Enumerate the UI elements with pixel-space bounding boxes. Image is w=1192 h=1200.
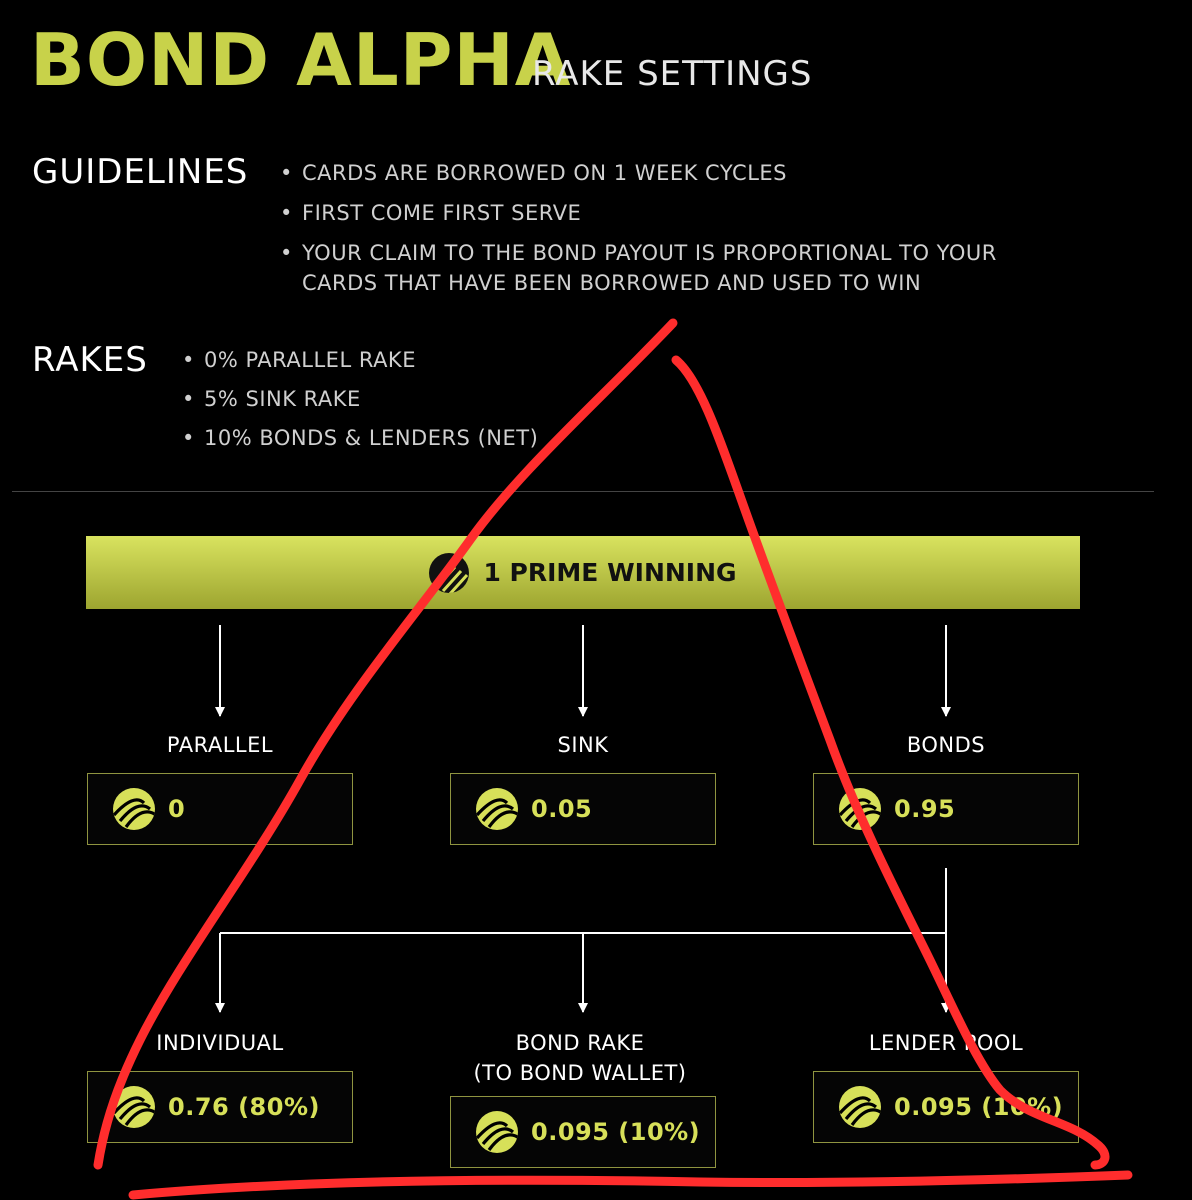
individual-value-box: 0.76 (80%)	[87, 1071, 353, 1143]
bonds-label: BONDS	[906, 733, 986, 757]
bond-rake-value: 0.095 (10%)	[531, 1118, 701, 1146]
lender-pool-label: LENDER POOL	[868, 1031, 1024, 1055]
prime-coin-icon	[476, 788, 518, 830]
prime-coin-icon	[839, 788, 881, 830]
guideline-item: CARDS ARE BORROWED ON 1 WEEK CYCLES	[280, 158, 1100, 188]
guidelines-heading: GUIDELINES	[32, 152, 249, 192]
sink-value: 0.05	[531, 795, 593, 823]
bonds-value: 0.95	[894, 795, 956, 823]
parallel-label: PARALLEL	[166, 733, 274, 757]
prime-coin-icon	[429, 552, 470, 593]
sink-value-box: 0.05	[450, 773, 716, 845]
guideline-item: FIRST COME FIRST SERVE	[280, 198, 1100, 228]
rakes-heading: RAKES	[32, 340, 148, 380]
parallel-value-box: 0	[87, 773, 353, 845]
rake-item: 10% BONDS & LENDERS (NET)	[182, 424, 538, 453]
guidelines-list: CARDS ARE BORROWED ON 1 WEEK CYCLES FIRS…	[280, 158, 1100, 308]
guideline-item: YOUR CLAIM TO THE BOND PAYOUT IS PROPORT…	[280, 238, 1062, 298]
prime-coin-icon	[113, 788, 155, 830]
rakes-list: 0% PARALLEL RAKE 5% SINK RAKE 10% BONDS …	[182, 346, 538, 463]
prime-winning-bar: 1 PRIME WINNING	[86, 536, 1080, 609]
page-subtitle: RAKE SETTINGS	[532, 54, 813, 94]
rake-item: 5% SINK RAKE	[182, 385, 538, 414]
sink-label: SINK	[557, 733, 609, 757]
bond-rake-sublabel: (TO BOND WALLET)	[473, 1061, 687, 1085]
prime-coin-icon	[839, 1086, 881, 1128]
lender-pool-value-box: 0.095 (10%)	[813, 1071, 1079, 1143]
page-title: BOND ALPHA	[30, 18, 572, 102]
rake-item: 0% PARALLEL RAKE	[182, 346, 538, 375]
individual-value: 0.76 (80%)	[168, 1093, 320, 1121]
bond-rake-label: BOND RAKE	[515, 1031, 645, 1055]
bond-rake-value-box: 0.095 (10%)	[450, 1096, 716, 1168]
bonds-value-box: 0.95	[813, 773, 1079, 845]
section-divider	[12, 491, 1154, 492]
parallel-value: 0	[168, 795, 186, 823]
lender-pool-value: 0.095 (10%)	[894, 1093, 1064, 1121]
individual-label: INDIVIDUAL	[156, 1031, 284, 1055]
prime-winning-label: 1 PRIME WINNING	[483, 558, 737, 587]
prime-coin-icon	[476, 1111, 518, 1153]
prime-coin-icon	[113, 1086, 155, 1128]
